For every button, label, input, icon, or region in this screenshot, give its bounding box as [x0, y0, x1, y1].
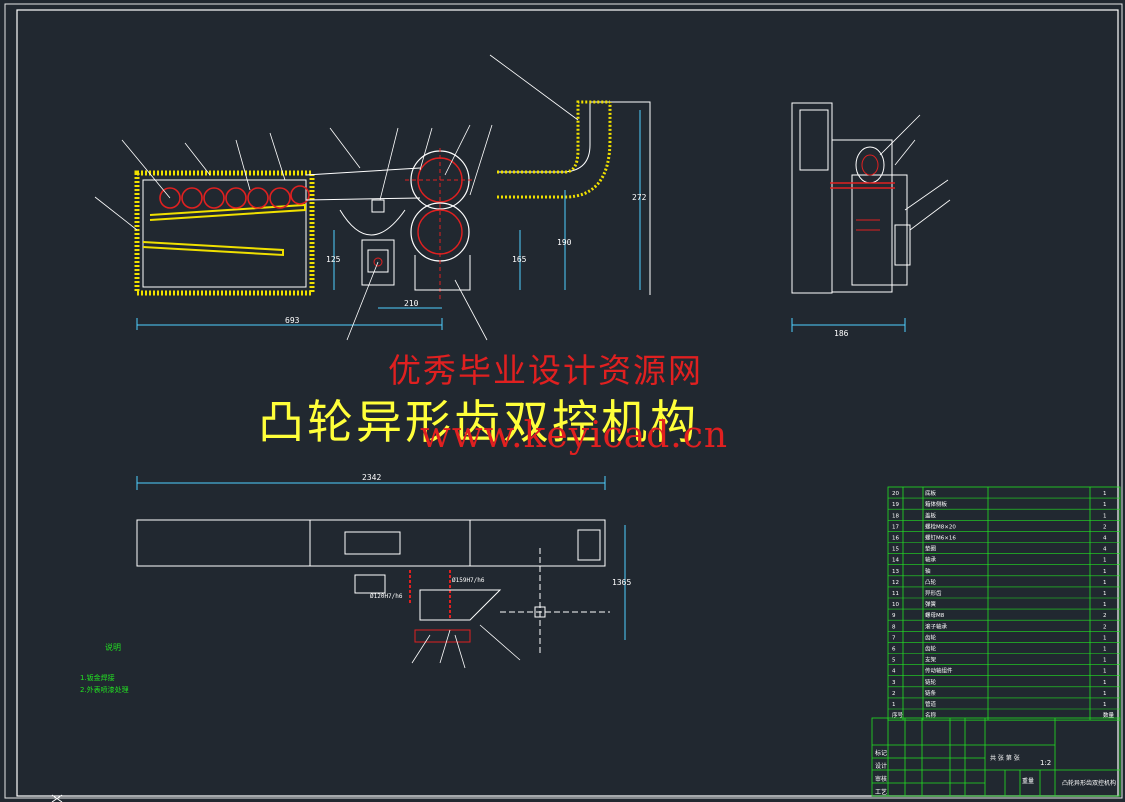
bom-frame — [887, 486, 1121, 721]
bom-cell-name: 轴 — [925, 567, 931, 575]
bom-cell-name: 支架 — [925, 656, 937, 664]
bom-cell-no: 18 — [892, 513, 899, 519]
bom-cell-name: 盖板 — [925, 511, 937, 519]
titleblock-weight: 重量 — [1022, 777, 1034, 785]
front-view — [94, 54, 651, 341]
title-block — [871, 717, 1121, 797]
bom-cell-name: 螺栓M8×20 — [925, 522, 956, 530]
bom-cell-no: 14 — [892, 558, 899, 564]
bom-cell-name: 管道 — [925, 700, 937, 708]
bom-cell-no: 10 — [892, 602, 899, 608]
bom-cell-no: 2 — [892, 691, 896, 697]
titleblock-drawing-name: 凸轮异形齿双控机构 — [1062, 779, 1116, 787]
dim-front-roller-height: 190 — [557, 238, 572, 247]
dim-front-center: 210 — [404, 299, 419, 308]
titleblock-sheet: 共 张 第 张 — [990, 754, 1020, 762]
dim-front-tall-height: 272 — [632, 193, 647, 202]
bom-cell-name: 齿轮 — [925, 645, 937, 653]
bom-cell-no: 13 — [892, 569, 899, 575]
notes-title: 说明 — [105, 642, 121, 652]
bom-cell-qty: 1 — [1103, 591, 1107, 597]
bom-cell-name: 螺母M8 — [925, 611, 945, 619]
dim-bottom-width: 2342 — [362, 473, 381, 482]
bom-cell-qty: 1 — [1103, 513, 1107, 519]
bom-cell-qty: 1 — [1103, 658, 1107, 664]
bom-cell-name: 齿轮 — [925, 633, 937, 641]
titleblock-role-process: 工艺 — [875, 788, 887, 796]
bom-cell-qty: 1 — [1103, 680, 1107, 686]
bom-cell-no: 20 — [892, 491, 899, 497]
bom-cell-no: 1 — [892, 702, 896, 708]
bom-cell-qty: 1 — [1103, 491, 1107, 497]
bom-cell-qty: 2 — [1103, 524, 1107, 530]
dim-side-width: 186 — [834, 329, 849, 338]
dim-front-overall: 693 — [285, 316, 300, 325]
bom-cell-no: 6 — [892, 647, 896, 653]
bom-cell-name: 垫圈 — [925, 545, 937, 553]
bom-cell-no: 3 — [892, 680, 896, 686]
bom-cell-qty: 1 — [1103, 502, 1107, 508]
sheet-border-outer — [4, 3, 1123, 799]
bottom-view — [136, 476, 626, 669]
titleblock-label-mark: 标记 — [875, 749, 887, 757]
notes-line1: 1.钣金焊接 — [80, 673, 115, 682]
dim-bottom-note-a: Ø159H7/h6 — [452, 577, 485, 584]
bom-cell-no: 7 — [892, 635, 896, 641]
bom-cell-name: 箱体侧板 — [925, 500, 948, 508]
bom-cell-no: 19 — [892, 502, 899, 508]
watermark-site: 优秀毕业设计资源网 — [388, 351, 703, 390]
bom-cell-name: 凸轮 — [925, 578, 937, 586]
bom-cell-no: 9 — [892, 613, 896, 619]
bom-cell-no: 12 — [892, 580, 899, 586]
bom-cell-qty: 1 — [1103, 669, 1107, 675]
dim-front-left-height: 125 — [326, 255, 341, 264]
bom-cell-qty: 1 — [1103, 602, 1107, 608]
bom-cell-qty: 2 — [1103, 613, 1107, 619]
titleblock-scale-value: 1:2 — [1040, 759, 1051, 767]
cursor-crosshair-icon — [51, 794, 63, 802]
bom-cell-name: 螺钉M6×16 — [925, 534, 956, 542]
bom-cell-qty: 1 — [1103, 702, 1107, 708]
bom-cell-qty: 2 — [1103, 624, 1107, 630]
side-view — [791, 102, 951, 332]
bom-cell-name: 底板 — [925, 489, 937, 497]
bom-cell-no: 4 — [892, 669, 896, 675]
bom-cell-qty: 数量 — [1103, 711, 1115, 719]
bom-cell-no: 15 — [892, 547, 899, 553]
dim-front-mid-height: 165 — [512, 255, 527, 264]
bom-cell-name: 传动轴组件 — [925, 667, 953, 675]
bom-cell-qty: 4 — [1103, 547, 1107, 553]
bom-cell-qty: 1 — [1103, 558, 1107, 564]
bom-cell-name: 滚子轴承 — [925, 622, 948, 630]
dim-bottom-height: 1365 — [612, 578, 631, 587]
bom-cell-no: 8 — [892, 624, 896, 630]
titleblock-role-review: 审核 — [875, 775, 887, 783]
bom-cell-no: 17 — [892, 524, 899, 530]
dim-bottom-note-b: Ø120H7/h6 — [370, 593, 403, 600]
watermark-url: www.keyicad.cn — [420, 415, 729, 456]
bom-cell-no: 5 — [892, 658, 896, 664]
bom-cell-no: 16 — [892, 536, 899, 542]
bom-cell-qty: 1 — [1103, 635, 1107, 641]
bom-cell-name: 名称 — [925, 711, 937, 719]
notes-line2: 2.外表喷漆处理 — [80, 685, 129, 694]
bom-cell-qty: 1 — [1103, 691, 1107, 697]
sheet-border-inner — [16, 9, 1119, 797]
bom-cell-name: 异形齿 — [925, 589, 942, 597]
bom-cell-no: 11 — [892, 591, 899, 597]
bom-cell-name: 链轮 — [925, 678, 937, 686]
bom-cell-qty: 1 — [1103, 580, 1107, 586]
bom-cell-qty: 4 — [1103, 536, 1107, 542]
drawing-title: 凸轮异形齿双控机构 — [258, 395, 699, 449]
bom-cell-qty: 1 — [1103, 647, 1107, 653]
titleblock-role-design: 设计 — [875, 762, 887, 770]
bom-cell-name: 弹簧 — [925, 600, 937, 608]
bom-cell-name: 链条 — [925, 689, 937, 697]
bom-cell-qty: 1 — [1103, 569, 1107, 575]
bom-cell-name: 轴承 — [925, 556, 937, 564]
bom-cell-no: 序号 — [892, 711, 904, 719]
